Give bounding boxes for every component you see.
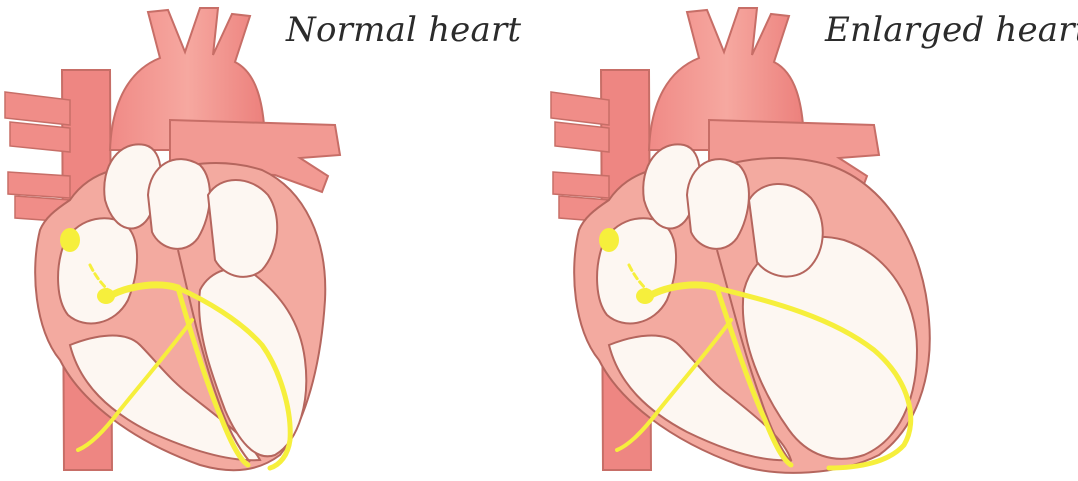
enlarged-heart-panel: Enlarged heart <box>539 0 1078 481</box>
sinoatrial-node <box>599 228 619 252</box>
normal-heart-illustration <box>0 0 539 481</box>
enlarged-heart-illustration <box>539 0 1078 481</box>
normal-heart-panel: Normal heart <box>0 0 539 481</box>
normal-heart-caption: Normal heart <box>286 10 521 50</box>
left-pulmonary-veins <box>551 92 609 222</box>
left-pulmonary-veins <box>5 92 70 222</box>
atrioventricular-node <box>636 288 654 304</box>
atrioventricular-node <box>97 288 115 304</box>
sinoatrial-node <box>60 228 80 252</box>
enlarged-heart-caption: Enlarged heart <box>825 10 1078 50</box>
